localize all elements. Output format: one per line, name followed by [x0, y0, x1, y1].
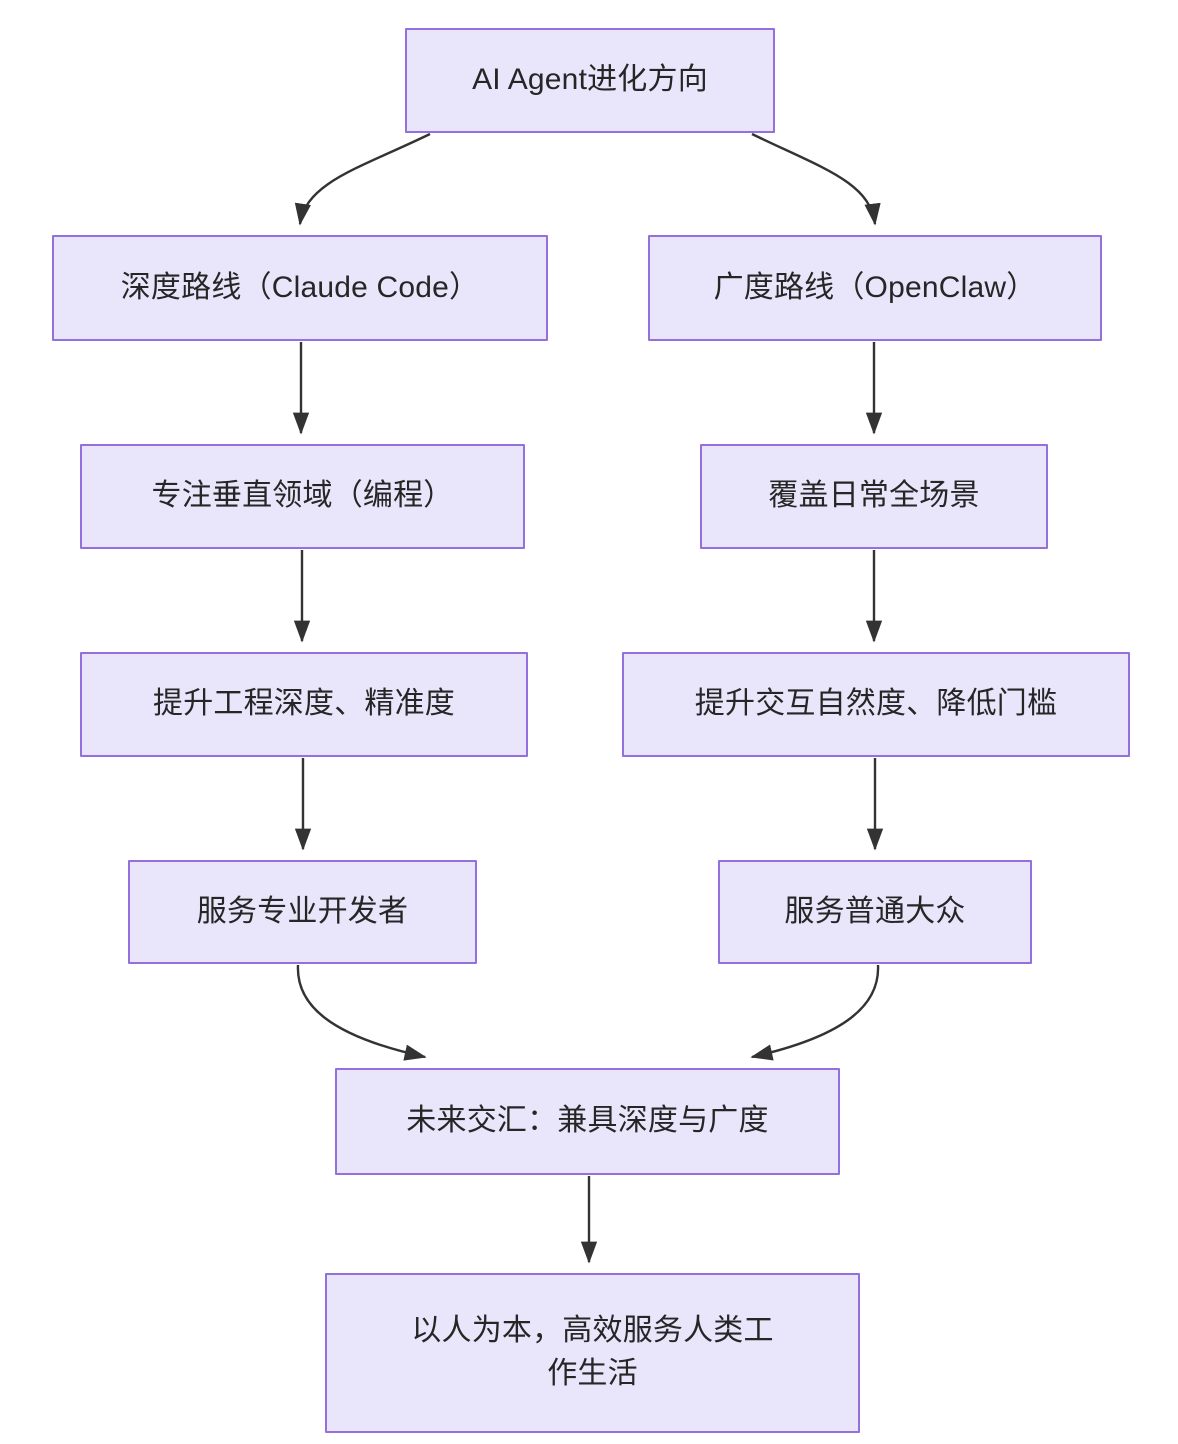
node-future-convergence-label: 未来交汇：兼具深度与广度	[406, 1104, 769, 1138]
node-professional-developers[interactable]: 服务专业开发者	[128, 860, 477, 964]
node-engineering-depth-label: 提升工程深度、精准度	[153, 687, 455, 721]
node-human-centered-label: 以人为本，高效服务人类工 作生活	[411, 1314, 774, 1390]
node-professional-developers-label: 服务专业开发者	[196, 894, 409, 928]
node-human-centered[interactable]: 以人为本，高效服务人类工 作生活	[325, 1273, 860, 1433]
node-root[interactable]: AI Agent进化方向	[405, 28, 775, 133]
node-breadth-route-label: 广度路线（OpenClaw）	[713, 270, 1037, 304]
node-general-public-label: 服务普通大众	[784, 894, 966, 928]
node-natural-interaction[interactable]: 提升交互自然度、降低门槛	[622, 652, 1130, 757]
node-general-public[interactable]: 服务普通大众	[718, 860, 1032, 964]
edge-root-to-depth	[294, 132, 431, 226]
edge-prodev-to-merge	[296, 964, 427, 1061]
node-root-label: AI Agent进化方向	[472, 63, 708, 97]
node-vertical-domain[interactable]: 专注垂直领域（编程）	[80, 444, 525, 549]
node-daily-scenarios-label: 覆盖日常全场景	[768, 479, 980, 513]
node-depth-route-label: 深度路线（Claude Code）	[120, 270, 480, 304]
node-natural-interaction-label: 提升交互自然度、降低门槛	[694, 687, 1058, 721]
node-future-convergence[interactable]: 未来交汇：兼具深度与广度	[335, 1068, 840, 1175]
edge-root-to-breadth	[751, 132, 881, 226]
node-depth-route[interactable]: 深度路线（Claude Code）	[52, 235, 548, 341]
node-breadth-route[interactable]: 广度路线（OpenClaw）	[648, 235, 1102, 341]
edge-public-to-merge	[750, 964, 880, 1061]
node-vertical-domain-label: 专注垂直领域（编程）	[151, 479, 454, 513]
node-engineering-depth[interactable]: 提升工程深度、精准度	[80, 652, 528, 757]
node-daily-scenarios[interactable]: 覆盖日常全场景	[700, 444, 1048, 549]
